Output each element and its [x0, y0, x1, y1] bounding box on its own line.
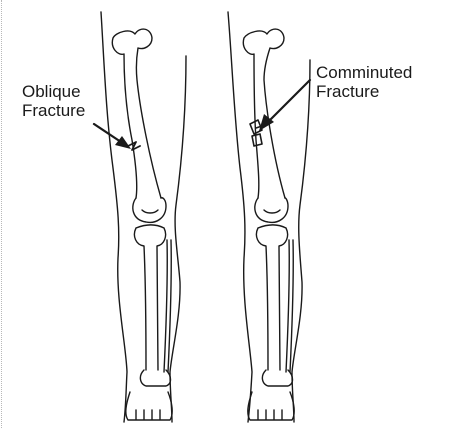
right-femur — [243, 29, 285, 198]
comminuted-label-line2: Fracture — [316, 82, 412, 101]
left-leg — [101, 12, 186, 422]
right-foot — [248, 370, 294, 420]
comminuted-arrow-shaft — [266, 80, 310, 124]
right-leg-outline-inner — [292, 60, 310, 422]
right-tibia — [256, 225, 287, 370]
comminuted-label-line1: Comminuted — [316, 63, 412, 82]
left-knee — [133, 198, 166, 223]
oblique-label-line2: Fracture — [22, 101, 85, 120]
oblique-arrow-head — [115, 136, 131, 149]
left-femur — [112, 29, 161, 198]
left-foot — [126, 370, 172, 420]
oblique-label-line1: Oblique — [22, 82, 85, 101]
right-leg-outline-outer — [228, 12, 252, 422]
left-leg-outline-inner — [170, 56, 186, 422]
oblique-fracture-line — [128, 142, 140, 150]
comminuted-arrow-head — [259, 114, 274, 131]
left-tibia — [134, 225, 165, 370]
left-leg-outline-outer — [101, 12, 127, 422]
right-fibula — [286, 240, 293, 372]
right-knee — [255, 198, 288, 223]
oblique-fracture-label: Oblique Fracture — [22, 82, 85, 120]
comminuted-fracture-label: Comminuted Fracture — [316, 63, 412, 101]
right-leg — [228, 12, 310, 422]
left-fibula — [164, 240, 171, 372]
